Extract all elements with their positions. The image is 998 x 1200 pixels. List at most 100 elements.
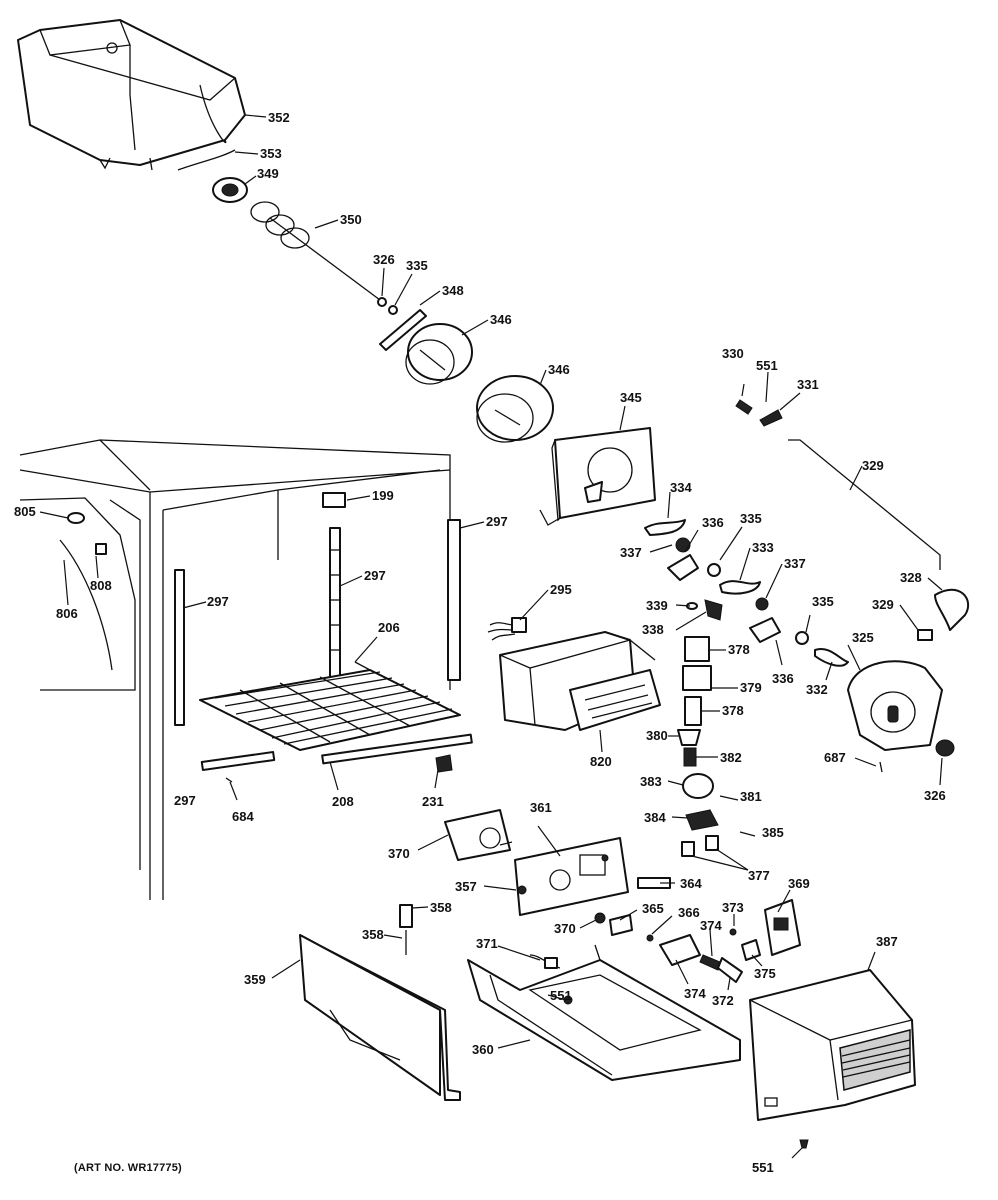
screw-551c [799, 1139, 809, 1149]
callout-329: 329 [872, 597, 894, 612]
pin-385 [739, 831, 756, 837]
callout-687: 687 [824, 750, 846, 765]
callout-295: 295 [550, 582, 572, 597]
callout-359: 359 [244, 972, 266, 987]
callout-551: 551 [550, 988, 572, 1003]
bushing-337b [755, 597, 769, 611]
callout-325: 325 [852, 630, 874, 645]
part-373 [729, 928, 737, 936]
blade-346-upper [405, 323, 473, 385]
callout-339: 339 [646, 598, 668, 613]
callout-377: 377 [748, 868, 770, 883]
callout-326: 326 [924, 788, 946, 803]
washer-335c [795, 631, 809, 645]
callout-336: 336 [702, 515, 724, 530]
washer-335 [388, 305, 398, 315]
part-808 [95, 543, 107, 555]
cover-387 [749, 969, 916, 1121]
callout-370: 370 [554, 921, 576, 936]
callout-382: 382 [720, 750, 742, 765]
callout-349: 349 [257, 166, 279, 181]
callout-346: 346 [490, 312, 512, 327]
leader-lines [39, 114, 943, 1159]
callout-330: 330 [722, 346, 744, 361]
callout-381: 381 [740, 789, 762, 804]
rail-208 [321, 733, 473, 765]
callout-328: 328 [900, 570, 922, 585]
rail-297-right [447, 519, 461, 681]
callout-348: 348 [442, 283, 464, 298]
callout-551: 551 [752, 1160, 774, 1175]
callout-379: 379 [740, 680, 762, 695]
callout-360: 360 [472, 1042, 494, 1057]
callout-297: 297 [207, 594, 229, 609]
callout-373: 373 [722, 900, 744, 915]
callout-808: 808 [90, 578, 112, 593]
front-plate-345 [539, 427, 656, 526]
callout-338: 338 [642, 622, 664, 637]
tray-360 [467, 944, 741, 1081]
part-366 [646, 934, 654, 942]
callout-346: 346 [548, 362, 570, 377]
screw-358a [399, 904, 413, 928]
bracket-328 [934, 588, 970, 631]
callout-369: 369 [788, 876, 810, 891]
callout-820: 820 [590, 754, 612, 769]
cam-336a [667, 554, 699, 581]
cam-336b [749, 617, 781, 643]
gasket-806 [59, 539, 113, 671]
callout-297: 297 [174, 793, 196, 808]
screw-684 [225, 777, 233, 783]
washer-326 [377, 297, 387, 307]
shelf-206 [199, 661, 461, 751]
callout-331: 331 [797, 377, 819, 392]
cam-332 [814, 648, 849, 667]
part-805 [67, 512, 85, 524]
freezer-cabinet [19, 439, 451, 900]
auger-350 [250, 201, 381, 301]
part-364 [637, 877, 671, 889]
callout-375: 375 [754, 966, 776, 981]
bracket-369 [764, 899, 801, 956]
spring-382 [683, 747, 697, 767]
panel-359 [299, 934, 461, 1101]
part-380 [677, 729, 701, 746]
pin-381 [719, 795, 739, 801]
callout-371: 371 [476, 936, 498, 951]
callout-352: 352 [268, 110, 290, 125]
callout-361: 361 [530, 800, 552, 815]
callout-370: 370 [388, 846, 410, 861]
callout-684: 684 [232, 809, 254, 824]
coupling-348 [379, 309, 427, 351]
callout-334: 334 [670, 480, 692, 495]
part-338 [704, 599, 723, 621]
mounting-plate-361 [514, 837, 629, 916]
callout-208: 208 [332, 794, 354, 809]
spring-374a [699, 954, 721, 971]
callout-551: 551 [756, 358, 778, 373]
callout-345: 345 [620, 390, 642, 405]
callout-366: 366 [678, 905, 700, 920]
callout-297: 297 [364, 568, 386, 583]
callout-337: 337 [784, 556, 806, 571]
part-374b [659, 934, 701, 966]
callout-206: 206 [378, 620, 400, 635]
ice-bucket-352 [17, 19, 246, 171]
auger-arc-353 [177, 149, 236, 171]
callout-335: 335 [740, 511, 762, 526]
callout-805: 805 [14, 504, 36, 519]
callout-332: 332 [806, 682, 828, 697]
bearing-349 [212, 177, 248, 203]
washer-335b [707, 563, 721, 577]
callout-335: 335 [406, 258, 428, 273]
art-number-caption: (ART NO. WR17775) [74, 1162, 182, 1174]
callout-231: 231 [422, 794, 444, 809]
ice-maker-820 [499, 631, 661, 731]
callout-378: 378 [722, 703, 744, 718]
callout-372: 372 [712, 993, 734, 1008]
callout-358: 358 [430, 900, 452, 915]
callout-365: 365 [642, 901, 664, 916]
cam-334 [644, 519, 686, 536]
callout-385: 385 [762, 825, 784, 840]
